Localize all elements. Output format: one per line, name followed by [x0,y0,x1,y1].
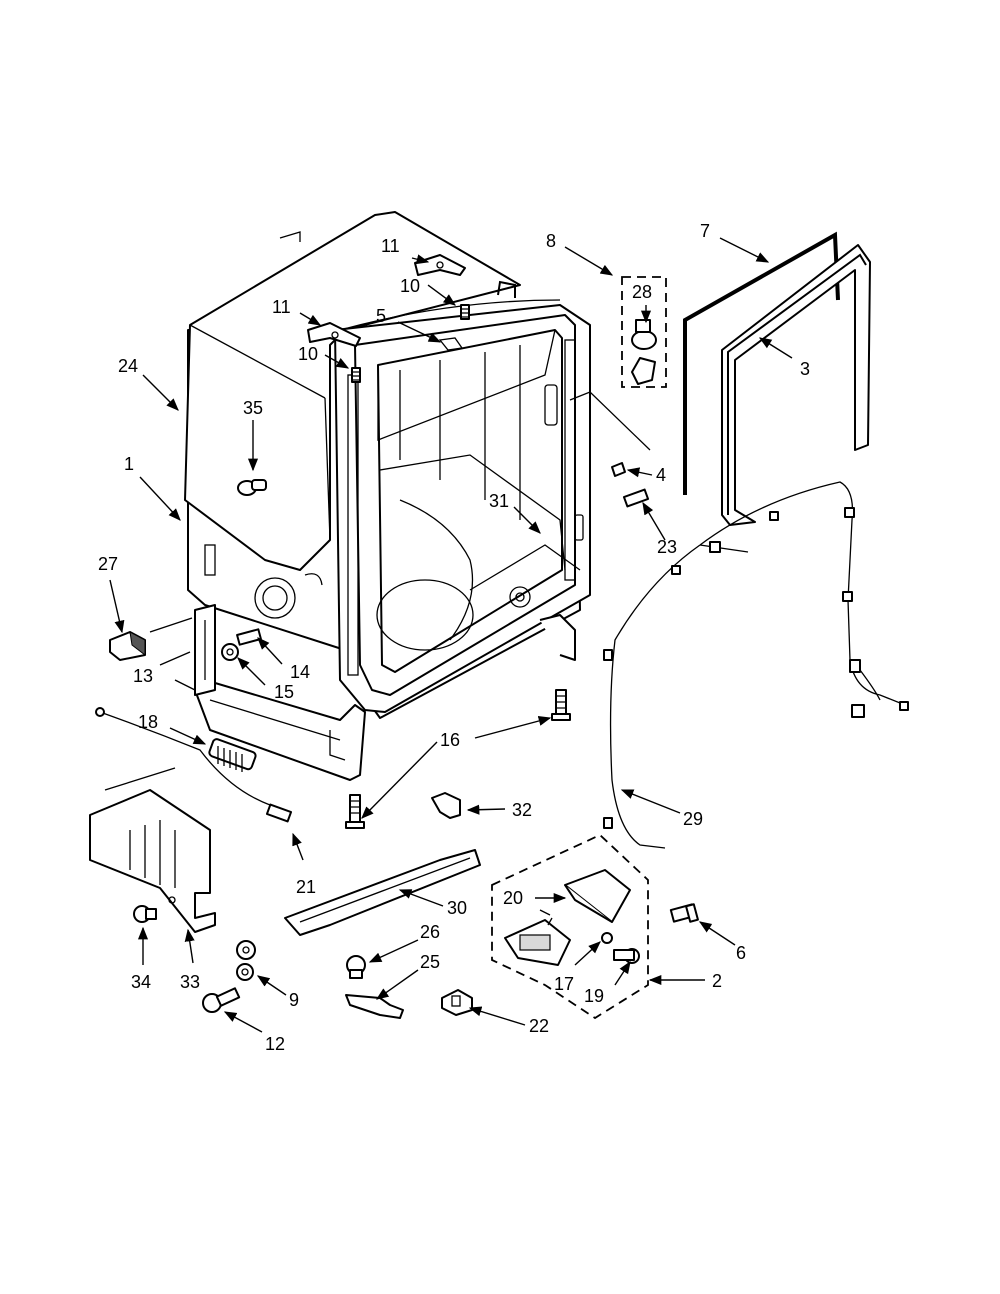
callout-13: 13 [133,666,153,686]
callout-24: 24 [118,356,138,376]
callout-8: 8 [546,231,556,251]
callout-33: 33 [180,972,200,992]
callout-17: 17 [554,974,574,994]
nut [236,940,256,981]
callout-20: 20 [503,888,523,908]
base-panel [89,767,216,933]
callout-23: 23 [657,537,677,557]
callout-27: 27 [98,554,118,574]
callout-1: 1 [124,454,134,474]
grommet [601,932,613,944]
callout-labels: 11 10 11 10 5 24 35 1 27 13 14 15 18 16 … [98,221,810,1054]
tub-gasket [721,244,871,526]
wire-harness [603,481,909,849]
nut [613,948,640,964]
screw [622,488,650,508]
callout-28: 28 [632,282,652,302]
mounting-bracket [307,322,361,347]
callout-16: 16 [440,730,460,750]
bracket [441,989,473,1016]
washer [221,643,239,661]
callout-5: 5 [376,306,386,326]
float [346,955,366,979]
callout-26: 26 [420,922,440,942]
leveling-leg [345,794,365,829]
hinge-bracket [631,319,657,385]
screw [236,628,262,646]
callout-19: 19 [584,986,604,1006]
bolt [202,987,241,1013]
heater-element [504,909,571,966]
callout-11: 11 [272,297,291,317]
callout-9: 9 [289,990,299,1010]
insulation-blanket [184,211,521,571]
callout-30: 30 [447,898,467,918]
leader-lines [109,237,793,1033]
float-bracket [345,994,404,1019]
screw [460,304,470,320]
callout-15: 15 [274,682,294,702]
foot-pad [109,631,146,661]
tub-assembly [184,211,591,781]
channel [284,849,481,936]
callout-2: 2 [712,971,722,991]
callout-14: 14 [290,662,310,682]
callout-11: 11 [381,236,400,256]
callout-12: 12 [265,1034,285,1054]
callout-35: 35 [243,398,263,418]
callout-29: 29 [683,809,703,829]
heater-cover [564,869,631,923]
door-gasket [683,231,840,495]
callout-31: 31 [489,491,509,511]
screw [669,903,699,923]
callout-6: 6 [736,943,746,963]
callout-3: 3 [800,359,810,379]
screw [351,367,361,383]
clip [431,792,461,819]
callout-21: 21 [296,877,316,897]
callout-32: 32 [512,800,532,820]
callout-34: 34 [131,972,151,992]
callout-4: 4 [656,465,666,485]
callout-25: 25 [420,952,440,972]
callout-10: 10 [298,344,318,364]
plug [133,905,157,923]
push-pin [237,479,267,496]
callout-10: 10 [400,276,420,296]
door-spring [95,707,293,823]
callout-22: 22 [529,1016,549,1036]
leveling-leg [551,689,571,721]
callout-18: 18 [138,712,158,732]
callout-7: 7 [700,221,710,241]
